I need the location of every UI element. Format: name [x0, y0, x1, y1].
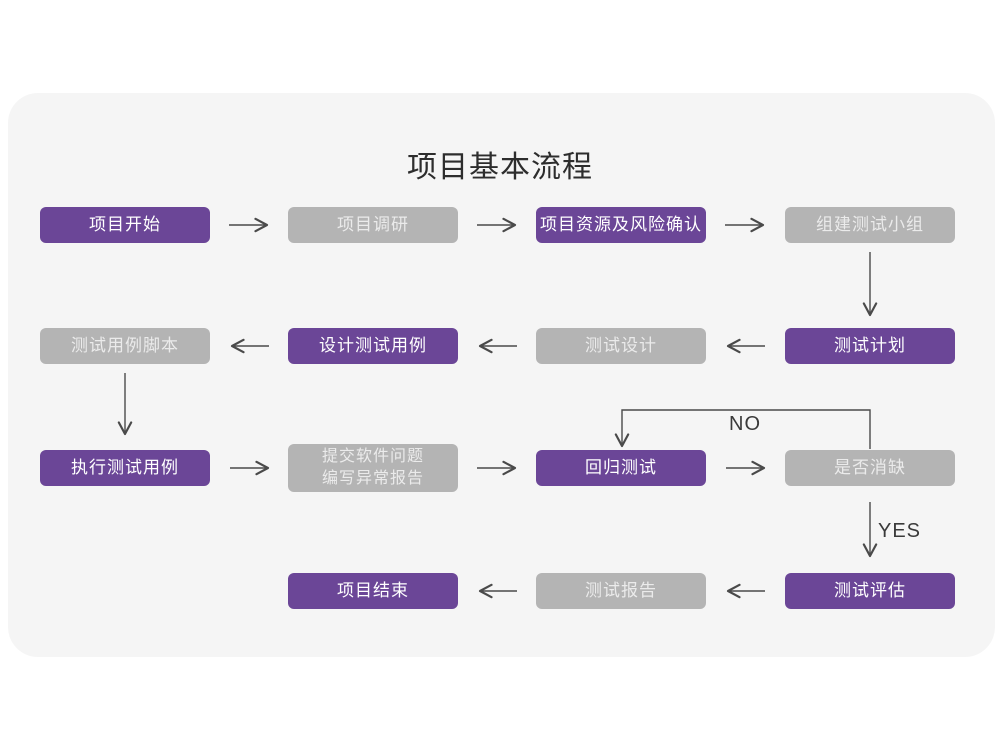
node-test-report: 测试报告 — [536, 573, 706, 609]
node-project-resources-risk-confirm: 项目资源及风险确认 — [536, 207, 706, 243]
node-execute-test-cases: 执行测试用例 — [40, 450, 210, 486]
flowchart-card — [8, 93, 995, 657]
node-test-plan: 测试计划 — [785, 328, 955, 364]
node-test-case-scripts: 测试用例脚本 — [40, 328, 210, 364]
edge-label-yes: YES — [878, 520, 922, 542]
node-test-design: 测试设计 — [536, 328, 706, 364]
node-submit-issues-write-exception-report: 提交软件问题 编写异常报告 — [288, 444, 458, 492]
edge-label-no: NO — [729, 413, 761, 435]
node-design-test-cases: 设计测试用例 — [288, 328, 458, 364]
node-build-test-team: 组建测试小组 — [785, 207, 955, 243]
node-regression-test: 回归测试 — [536, 450, 706, 486]
node-defects-cleared-decision: 是否消缺 — [785, 450, 955, 486]
node-test-evaluation: 测试评估 — [785, 573, 955, 609]
node-project-end: 项目结束 — [288, 573, 458, 609]
diagram-title: 项目基本流程 — [407, 151, 593, 184]
node-project-start: 项目开始 — [40, 207, 210, 243]
node-project-research: 项目调研 — [288, 207, 458, 243]
